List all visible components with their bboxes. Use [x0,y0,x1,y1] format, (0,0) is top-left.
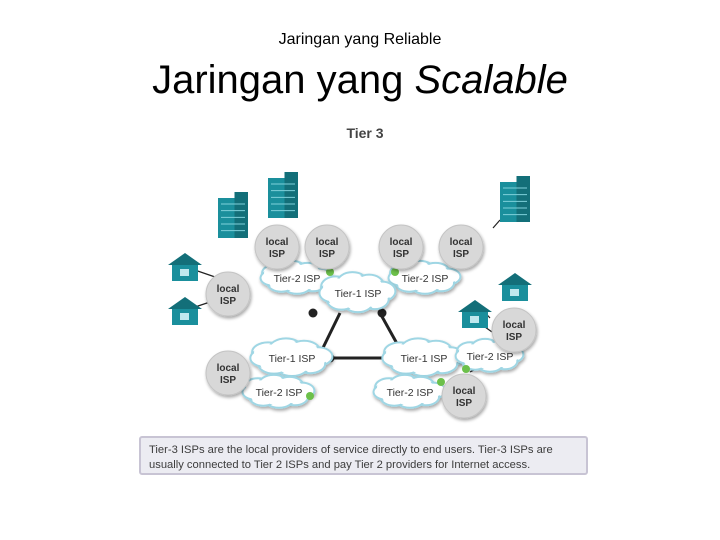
local-isp-label-line2: ISP [319,249,335,260]
house-icon [168,253,202,281]
dots-layer [306,268,470,400]
access-link [492,219,501,229]
slide-title-text: Jaringan yang [152,58,415,102]
local-isp-label-line1: local [450,237,473,248]
house-icon [458,300,492,328]
clouds-layer: Tier-2 ISP Tier-2 ISP Tier-1 ISP Tier-1 ISP… [241,259,525,409]
local-isp-label-line1: local [390,237,413,248]
slide-title: Jaringan yang Scalable [0,56,720,104]
connector-dot [326,268,334,276]
cloud-tier2-top-left: Tier-2 ISP [259,259,334,295]
slide-subtitle: Jaringan yang Reliable [278,31,442,48]
house-icon [168,297,202,325]
cloud-tier1-bottom-left: Tier-1 ISP [249,337,334,378]
local-isp-label-line2: ISP [506,332,522,343]
cloud-tier1-top: Tier-1 ISP [318,271,397,314]
local-isp-label-line1: local [503,320,526,331]
connector-dot [462,365,470,373]
cloud-tier2-top-right-label: Tier-2 ISP [402,273,449,285]
cloud-tier2-bottom-left: Tier-2 ISP [241,373,316,409]
cloud-tier2-bottom-left-label: Tier-2 ISP [256,387,303,399]
local-isp-label-line2: ISP [456,398,472,409]
cloud-tier2-top-left-label: Tier-2 ISP [274,273,321,285]
building-icon [268,172,298,218]
cloud-tier2-bottom-right: Tier-2 ISP [372,373,447,409]
connector-dot [437,378,445,386]
slide-title-italic: Scalable [414,58,568,102]
cloud-tier1-top-label: Tier-1 ISP [335,288,382,300]
local-isp-label-line2: ISP [220,375,236,386]
building-icon [218,192,248,238]
connector-dot [306,392,314,400]
cloud-tier2-right-label: Tier-2 ISP [467,351,514,363]
local-isp-label-line2: ISP [393,249,409,260]
local-isp-label-line1: local [316,237,339,248]
local-isp-label-line1: local [217,363,240,374]
icons-layer [168,172,532,328]
local-isp-label-line1: local [217,284,240,295]
local-isp-label-line1: local [266,237,289,248]
cloud-tier1-bottom-right: Tier-1 ISP [381,337,466,378]
cloud-tier2-right: Tier-2 ISP [454,337,525,373]
caption-box: Tier-3 ISPs are the local providers of s… [139,436,588,475]
cloud-tier1-bottom-right-label: Tier-1 ISP [401,353,448,365]
cloud-tier1-bottom-left-label: Tier-1 ISP [269,353,316,365]
house-icon [498,273,532,301]
tier3-heading: Tier 3 [346,125,383,141]
connector-dot [391,268,399,276]
link-node [308,308,318,318]
cloud-tier2-bottom-right-label: Tier-2 ISP [387,387,434,399]
local-isp-label-line1: local [453,386,476,397]
building-icon [500,176,530,222]
local-isp-label-line2: ISP [269,249,285,260]
link-node [377,308,387,318]
local-isp-label-line2: ISP [453,249,469,260]
local-isp-label-line2: ISP [220,296,236,307]
isps-layer: localISPlocalISPlocalISPlocalISPlocalISP… [205,224,537,419]
